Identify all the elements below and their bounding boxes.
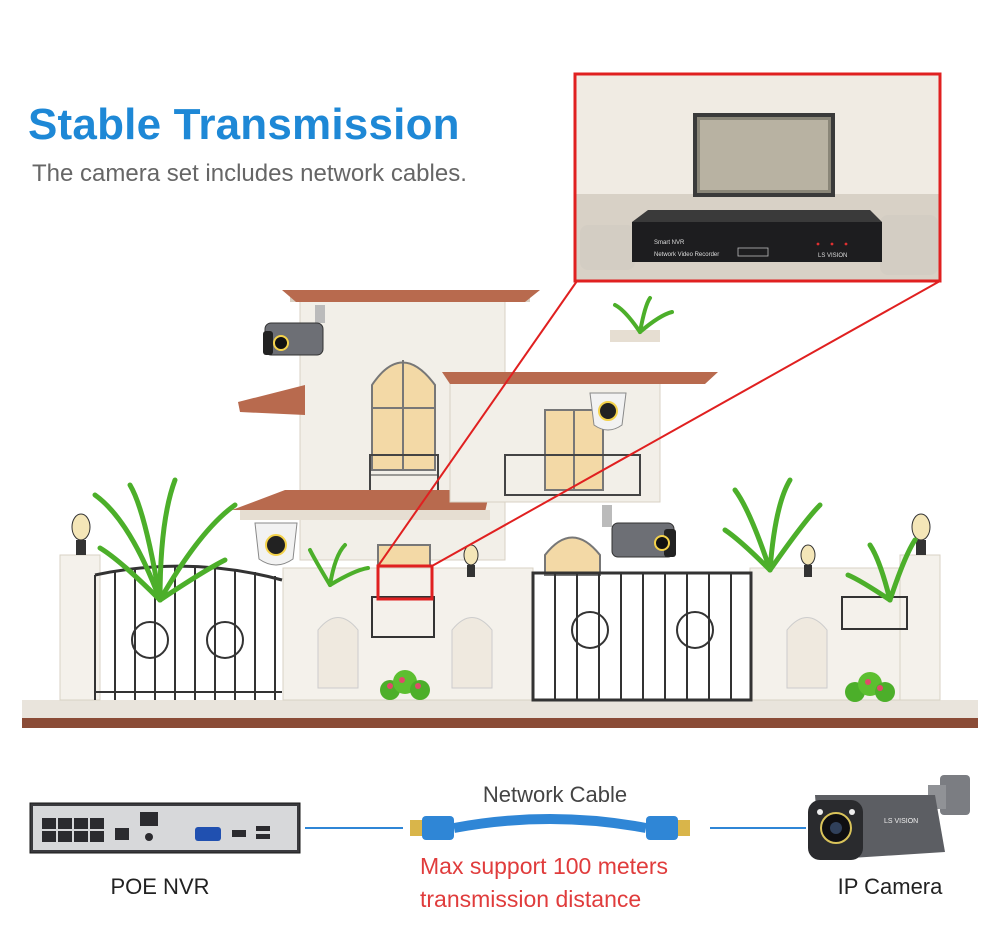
callout-line-right — [431, 280, 941, 567]
bush-right — [845, 672, 895, 702]
plant-mid — [308, 543, 370, 587]
page-subtitle: The camera set includes network cables. — [32, 160, 467, 187]
transmission-note-line2: transmission distance — [420, 886, 642, 912]
palm-left — [92, 477, 238, 603]
page-title: Stable Transmission — [28, 100, 460, 149]
ip-camera-label: IP Camera — [837, 874, 943, 899]
gate-center — [531, 571, 753, 702]
network-cable-label: Network Cable — [482, 782, 628, 807]
ground — [22, 700, 978, 722]
nvr-inset: Smart NVR Network Video Recorder LS VISI… — [575, 74, 940, 281]
camera-dome-left — [254, 522, 298, 566]
poe-nvr-label: POE NVR — [110, 874, 210, 899]
camera-dome-right — [589, 392, 627, 431]
palm-right — [722, 477, 823, 573]
callout-line-left — [377, 280, 578, 567]
roof-left — [238, 385, 305, 415]
bush-center — [380, 670, 430, 700]
lamp-center — [463, 544, 479, 577]
nvr-device — [632, 222, 882, 262]
transmission-note-line1: Max support 100 meters — [420, 853, 669, 879]
roof-mid — [232, 490, 490, 512]
gate-left — [94, 564, 283, 700]
balcony-lower — [371, 596, 435, 638]
wall-left — [59, 554, 101, 701]
plant-roof — [613, 296, 674, 334]
transmission-note: Max support 100 meters transmission dist… — [405, 850, 720, 916]
nvr-screen-line1: Smart NVR — [654, 240, 685, 246]
highlight-box — [376, 564, 434, 601]
nvr-screen-line2: Network Video Recorder — [654, 252, 719, 258]
ground-edge — [22, 718, 978, 728]
camera-bullet-top-left — [263, 305, 325, 356]
network-cable — [410, 814, 690, 840]
lamp-far-right — [911, 513, 931, 555]
lamp-right — [800, 544, 816, 577]
wall-right — [749, 567, 916, 701]
nvr-screen-brand: LS VISION — [818, 253, 847, 259]
arch-window-right — [544, 536, 601, 576]
palm-far-right — [845, 537, 918, 603]
ip-camera-device: LS VISION — [808, 775, 970, 860]
lamp-left — [71, 513, 91, 555]
railing-right — [841, 596, 908, 630]
nvr-inset-border — [573, 72, 942, 283]
camera-bullet-center — [602, 505, 676, 558]
poe-nvr-device — [29, 802, 301, 854]
ip-camera-brand: LS VISION — [884, 818, 918, 825]
